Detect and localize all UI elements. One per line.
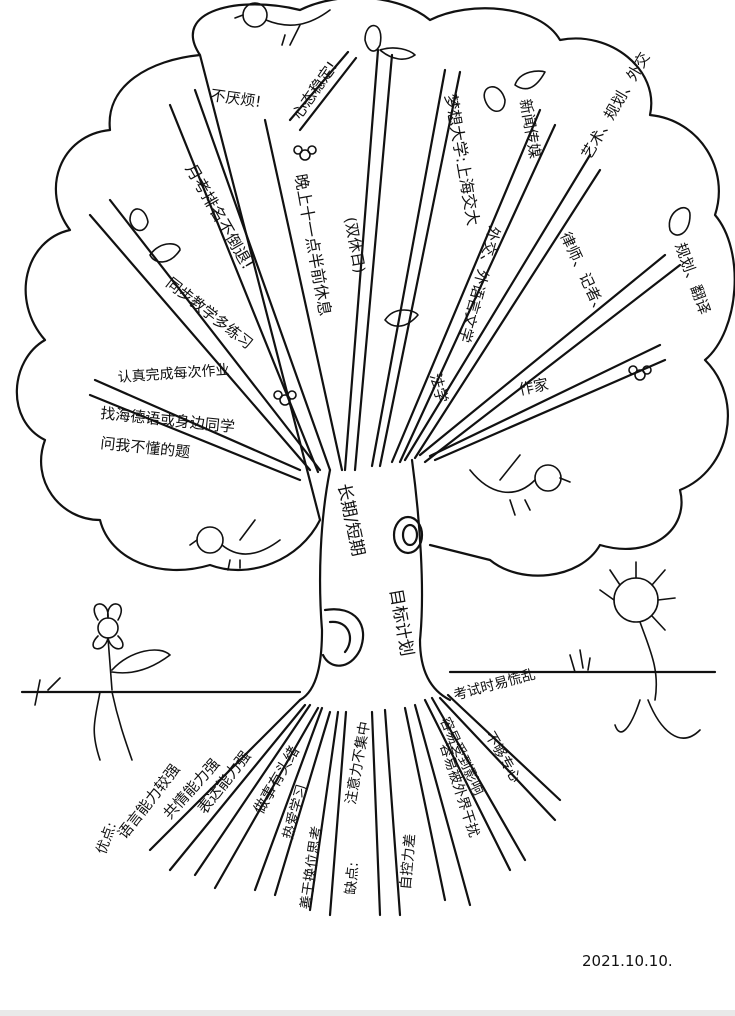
branch-label-4: 晚上十一点半前休息: [291, 172, 335, 317]
bird-top-icon: [234, 2, 331, 46]
small-flower-icons: [273, 145, 652, 406]
root-label-6: 善于换位思考: [297, 825, 326, 911]
branch-label-3: 月考排名不倒退!: [182, 161, 258, 273]
trunk-knot: [321, 608, 365, 667]
branch-label-13: 作家: [517, 375, 550, 399]
branch-label-16: 找海德语或身边同学: [100, 404, 236, 436]
root-label-1: 优点:: [94, 820, 120, 856]
bottom-bar: [0, 1010, 735, 1016]
trunk-left-edge: [298, 468, 332, 702]
grass-icon: [34, 649, 591, 706]
branch-label-7: 新闻传媒: [516, 98, 544, 160]
branch-label-12: 规划、翻译: [671, 240, 714, 317]
branch-label-8: 艺术、规划、外交: [578, 49, 654, 162]
bird-left-icon: [189, 519, 281, 571]
root-label-10: 自控力差: [398, 833, 419, 890]
branch-label-17: 问我不懂的题: [100, 434, 191, 461]
canopy-outline: [15, 0, 735, 577]
branch-label-9: 外交、外语言文学: [455, 224, 503, 345]
branches: [88, 48, 682, 482]
root-label-13: 不够专心: [482, 729, 524, 785]
sunflower-icon: [599, 561, 701, 739]
branch-label-6: 梦想大学:上海交大: [441, 92, 483, 227]
branch-label-10: 律师、记者、: [556, 229, 610, 318]
branch-label-11: 法学: [426, 371, 451, 405]
leaf-icons: [129, 24, 691, 327]
trunk-mid-label: 目标计划: [385, 587, 417, 657]
date-label: 2021.10.10.: [582, 952, 673, 970]
root-label-9: 注意力不集中: [342, 720, 373, 806]
bird-right-icon: [469, 454, 571, 516]
roots: [148, 693, 562, 917]
root-label-8: 缺点:: [343, 861, 362, 895]
trunk-top-label: 长期/短期: [333, 482, 368, 558]
flower-left-icon: [92, 603, 171, 761]
trunk-right-edge: [410, 458, 452, 702]
trunk-knot-right: [392, 515, 424, 555]
branch-label-15: 认真完成每次作业: [117, 362, 230, 386]
branch-label-1: 不厌烦!: [209, 86, 262, 111]
